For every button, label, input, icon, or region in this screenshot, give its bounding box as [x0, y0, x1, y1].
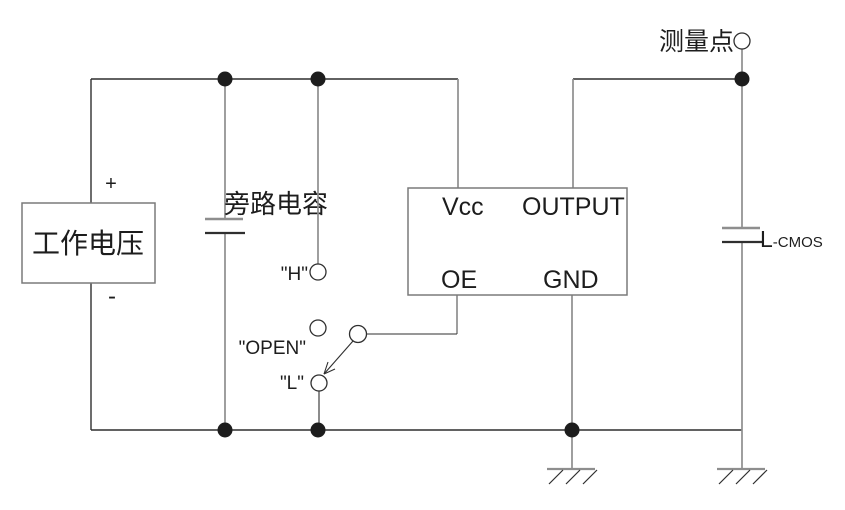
junction-dot [564, 422, 580, 438]
ground-hatch [582, 469, 598, 485]
switch-l-label: "L" [280, 373, 304, 394]
ic-box [407, 187, 628, 296]
ground-hatch [718, 469, 734, 485]
ground-hatch [548, 469, 564, 485]
ground-symbol-load [717, 467, 768, 485]
power-source-label: 工作电压 [32, 227, 144, 260]
load-capacitor-symbol [722, 226, 762, 244]
bypass-capacitor-label: 旁路电容 [224, 190, 328, 220]
polarity-plus-label: + [105, 173, 117, 195]
ic-output-label: OUTPUT [522, 193, 625, 221]
ic-vcc-label: Vcc [442, 193, 484, 221]
load-cap-label-sub: -CMOS [773, 234, 823, 251]
arrowhead-stroke-1 [323, 368, 336, 375]
ground-symbol-gnd-pin [547, 467, 598, 485]
ic-oe-label: OE [441, 266, 477, 294]
switch-open-label: "OPEN" [239, 338, 306, 359]
switch-h-label: "H" [281, 264, 308, 285]
terminal-circle-h [309, 263, 327, 281]
terminal-circle-common [348, 324, 368, 344]
bypass-capacitor-symbol [205, 217, 245, 235]
terminal-circle-open [309, 319, 327, 337]
ground-hatch [752, 469, 768, 485]
switch-arm-line [323, 340, 354, 375]
power-source-box [21, 202, 156, 284]
junction-dot [734, 71, 750, 87]
terminal-circle-l [310, 374, 328, 392]
ground-hatch [735, 469, 751, 485]
switch-arm-arrow [323, 340, 354, 375]
junction-dot [310, 422, 326, 438]
junction-dot [310, 71, 326, 87]
ic-gnd-label: GND [543, 266, 599, 294]
junction-dot [217, 71, 233, 87]
polarity-minus-label: - [108, 283, 116, 310]
load-cap-label-main: L [760, 226, 773, 252]
arrowhead-stroke-2 [323, 361, 329, 375]
measure-point-terminal [733, 32, 751, 50]
load-capacitor-label: L-CMOS [760, 226, 823, 252]
measure-point-label: 测量点 [659, 27, 734, 56]
junction-dot [217, 422, 233, 438]
ground-hatch [565, 469, 581, 485]
